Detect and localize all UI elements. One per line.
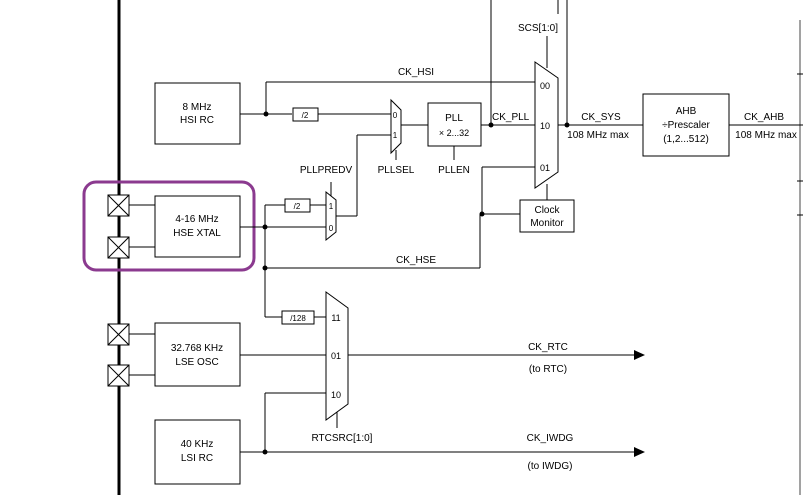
pll-label-line1: PLL bbox=[445, 113, 463, 124]
ck-ahb-label: CK_AHB bbox=[744, 112, 784, 123]
clock-monitor-block bbox=[519, 199, 575, 233]
pllsel-label: PLLSEL bbox=[378, 165, 415, 176]
ahb-label-line3: (1,2...512) bbox=[663, 134, 709, 145]
ck-iwdg-label: CK_IWDG bbox=[527, 433, 574, 444]
scs-mux bbox=[534, 61, 559, 189]
ck-rtc-arrow bbox=[634, 350, 645, 360]
hse-div128-label: /128 bbox=[290, 314, 306, 323]
ck-iwdg-arrow bbox=[634, 447, 645, 457]
hse-label-line2: HSE XTAL bbox=[173, 228, 221, 239]
ck-hse-junction bbox=[262, 265, 268, 271]
lse-pin-1-x2 bbox=[107, 323, 130, 346]
scs-in-10: 10 bbox=[540, 121, 550, 131]
hse-label-line1: 4-16 MHz bbox=[175, 214, 218, 225]
pllpredv-mux bbox=[325, 190, 337, 242]
rtcsrc-label: RTCSRC[1:0] bbox=[312, 433, 373, 444]
pllsel-in-1: 1 bbox=[393, 131, 398, 140]
lsi-label-line2: LSI RC bbox=[181, 453, 213, 464]
rtcsrc-in-01: 01 bbox=[331, 351, 341, 361]
pllpredv-label: PLLPREDV bbox=[300, 165, 353, 176]
lsi-rc-block bbox=[154, 419, 241, 485]
rtcsrc-mux bbox=[325, 291, 349, 421]
ck-sys-max-label: 108 MHz max bbox=[567, 130, 629, 141]
pllsel-mux bbox=[390, 98, 402, 155]
scs-label: SCS[1:0] bbox=[518, 23, 558, 34]
pllpredv-in-0: 0 bbox=[329, 224, 334, 233]
hse-highlight-frame bbox=[82, 180, 256, 272]
ck-iwdg-dest-label: (to IWDG) bbox=[528, 461, 573, 472]
clock-monitor-line2: Monitor bbox=[530, 218, 564, 229]
pll-label-line2: × 2...32 bbox=[439, 128, 469, 138]
lse-osc-block bbox=[154, 322, 241, 387]
hsi-rc-block bbox=[154, 82, 241, 145]
hse-pin-2-x2 bbox=[107, 236, 130, 259]
hse-div2-label: /2 bbox=[294, 202, 301, 211]
hse-pin-1-x2 bbox=[107, 194, 130, 217]
ck-pll-junction bbox=[488, 122, 494, 128]
ck-ahb-max-label: 108 MHz max bbox=[735, 130, 797, 141]
rtcsrc-in-11: 11 bbox=[331, 313, 340, 323]
lsi-label-line1: 40 KHz bbox=[181, 439, 214, 450]
ck-hsi-label: CK_HSI bbox=[398, 67, 434, 78]
hsi-div2-label: /2 bbox=[302, 111, 309, 120]
pll-block bbox=[427, 102, 482, 147]
ck-sys-label: CK_SYS bbox=[581, 112, 621, 123]
ck-hse-label: CK_HSE bbox=[396, 255, 436, 266]
lse-label-line2: LSE OSC bbox=[175, 357, 218, 368]
hsi-label-line1: 8 MHz bbox=[183, 102, 212, 113]
ck-pll-label: CK_PLL bbox=[492, 112, 530, 123]
scs-in-00: 00 bbox=[540, 81, 550, 91]
ck-rtc-label: CK_RTC bbox=[528, 342, 568, 353]
hse-xtal-block bbox=[154, 195, 241, 258]
scs-in-01: 01 bbox=[540, 163, 550, 173]
ahb-label-line2: ÷Prescaler bbox=[662, 120, 710, 131]
pllen-label: PLLEN bbox=[438, 165, 470, 176]
pllpredv-in-1: 1 bbox=[329, 202, 334, 211]
rtcsrc-in-10: 10 bbox=[331, 390, 341, 400]
lse-pin-2-x2 bbox=[107, 364, 130, 387]
hsi-label-line2: HSI RC bbox=[180, 115, 214, 126]
clock-monitor-line1: Clock bbox=[534, 205, 560, 216]
lse-label-line1: 32.768 KHz bbox=[171, 343, 223, 354]
pllsel-in-0: 0 bbox=[393, 111, 398, 120]
hsi-junction bbox=[263, 111, 269, 117]
ck-rtc-dest-label: (to RTC) bbox=[529, 364, 567, 375]
ahb-label-line1: AHB bbox=[676, 106, 697, 117]
